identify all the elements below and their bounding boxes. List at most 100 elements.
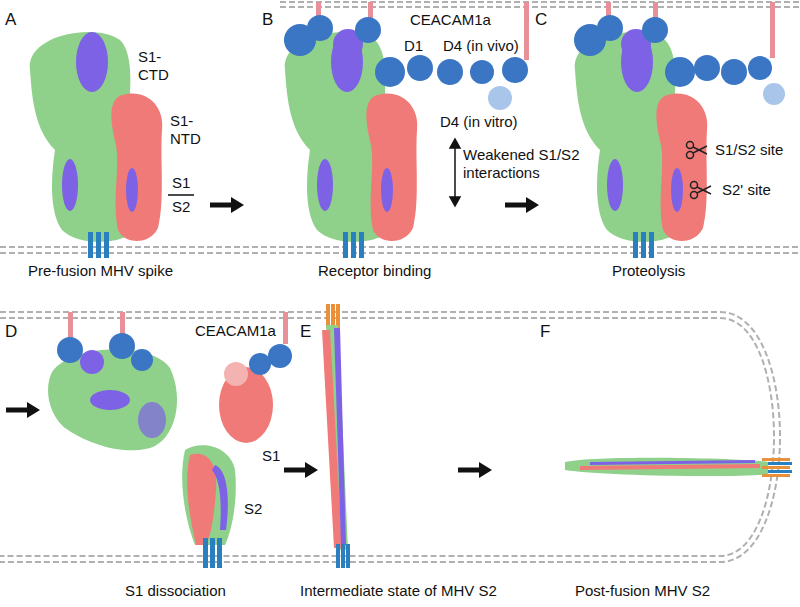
- postfusion-s2-rod-part: [762, 458, 790, 461]
- spike-panel-d-part: [131, 349, 153, 371]
- part-label: CEACAM1a: [195, 322, 276, 340]
- panel-arrows-part: [284, 468, 306, 473]
- panel-letter: A: [5, 10, 16, 30]
- part-label: S1/S2 site: [715, 141, 783, 159]
- cleavage-scissors-part: [687, 142, 708, 159]
- part-label: D4 (in vivo): [443, 37, 519, 55]
- panel-arrows-part: [526, 197, 539, 213]
- receptor-b-part: [470, 60, 494, 84]
- part-label: S2: [244, 500, 262, 518]
- spike-panel-d: [48, 312, 292, 568]
- postfusion-s2-rod-part: [565, 458, 768, 476]
- panel-letter: E: [300, 322, 311, 342]
- spike-panel-d-part: [120, 312, 125, 336]
- intermediate-s2-rod: [322, 304, 350, 568]
- panel-letter: C: [535, 10, 547, 30]
- spike-panel-d-part: [187, 454, 216, 545]
- double-arrow-part: [450, 197, 460, 206]
- intermediate-s2-rod-part: [334, 328, 346, 545]
- receptor-c-part: [721, 59, 747, 85]
- panel-letter: F: [540, 322, 550, 342]
- spike-panel-d-part: [217, 538, 222, 568]
- spike-panel-d-part: [48, 349, 177, 450]
- postfusion-s2-rod-part: [580, 464, 760, 470]
- double-arrow: [450, 139, 460, 206]
- spike-panel-d-part: [182, 445, 236, 545]
- part-label: S1: [172, 174, 190, 192]
- postfusion-s2-rod: [565, 458, 792, 477]
- postfusion-s2-rod-part: [768, 462, 792, 465]
- spike-panel-d-part: [224, 362, 248, 386]
- receptor-b-part: [307, 15, 333, 41]
- postfusion-s2-rod-part: [762, 474, 790, 477]
- spike-panel-c-part: [575, 32, 708, 258]
- membrane-part: [280, 6, 800, 8]
- receptor-c: [574, 2, 785, 105]
- postfusion-s2-rod-part: [768, 470, 792, 473]
- spike-panel-d-part: [109, 333, 135, 359]
- receptor-c-part: [770, 2, 775, 58]
- part-label: S2' site: [722, 181, 771, 199]
- step-caption: Post-fusion MHV S2: [575, 582, 710, 600]
- spike-panel-d-part: [249, 353, 271, 375]
- spike-panel-a-part: [30, 32, 163, 258]
- receptor-b: [284, 2, 529, 110]
- receptor-c-part: [665, 57, 695, 87]
- intermediate-s2-rod-part: [341, 544, 345, 568]
- spike-panel-d-part: [90, 390, 130, 410]
- part-label: S1-NTD: [170, 112, 206, 148]
- spike-panel-d-part: [210, 538, 215, 568]
- spike-panel-a: [30, 32, 163, 258]
- panel-arrows-part: [27, 402, 40, 418]
- panel-letter: D: [5, 322, 17, 342]
- panel-arrows: [6, 197, 539, 478]
- receptor-c-part: [642, 17, 668, 43]
- spike-panel-d-part: [57, 337, 83, 363]
- part-label: Weakened S1/S2 interactions: [463, 146, 588, 182]
- part-label: S1-CTD: [138, 48, 174, 84]
- panel-letter: B: [262, 10, 273, 30]
- membrane-part: [0, 252, 800, 254]
- step-caption: Pre-fusion MHV spike: [28, 262, 173, 280]
- panel-arrows-part: [458, 468, 480, 473]
- intermediate-s2-rod-part: [346, 544, 350, 568]
- spike-panel-d-part: [203, 538, 208, 568]
- spike-panel-b: [285, 32, 418, 258]
- cleavage-scissors-part: [691, 182, 712, 199]
- double-arrow-part: [450, 139, 460, 148]
- membrane-part: [0, 246, 800, 248]
- membrane: [0, 2, 800, 562]
- step-caption: Proteolysis: [612, 262, 685, 280]
- receptor-b-part: [524, 2, 529, 60]
- part-label: D4 (in vitro): [440, 113, 518, 131]
- part-label: S2: [172, 198, 190, 216]
- spike-panel-d-part: [268, 344, 292, 368]
- step-caption: Intermediate state of MHV S2: [300, 582, 497, 600]
- panel-arrows-part: [210, 203, 232, 208]
- part-label: D1: [404, 37, 423, 55]
- spike-panel-d-part: [138, 402, 166, 438]
- panel-arrows-part: [305, 462, 318, 478]
- spike-panel-d-part: [68, 312, 73, 340]
- receptor-b-part: [502, 57, 528, 83]
- membrane-part: [0, 318, 774, 556]
- spike-panel-d-part: [212, 465, 228, 530]
- postfusion-s2-rod-part: [762, 466, 790, 469]
- intermediate-s2-rod-part: [326, 304, 330, 328]
- panel-arrows-part: [479, 462, 492, 478]
- panel-arrows-part: [231, 197, 244, 213]
- divider-line: [168, 194, 194, 196]
- membrane-part: [0, 312, 780, 562]
- receptor-c-part: [763, 83, 785, 105]
- spike-panel-b-part: [285, 32, 418, 258]
- step-caption: Receptor binding: [318, 262, 431, 280]
- postfusion-s2-rod-part: [590, 460, 755, 465]
- panel-arrows-part: [505, 203, 527, 208]
- receptor-b-part: [407, 55, 433, 81]
- spike-panel-d-part: [80, 350, 104, 374]
- intermediate-s2-rod-part: [336, 304, 340, 328]
- part-label: CEACAM1a: [410, 11, 491, 29]
- intermediate-s2-rod-part: [331, 304, 335, 328]
- spike-panel-c: [575, 32, 708, 258]
- step-caption: S1 dissociation: [125, 582, 226, 600]
